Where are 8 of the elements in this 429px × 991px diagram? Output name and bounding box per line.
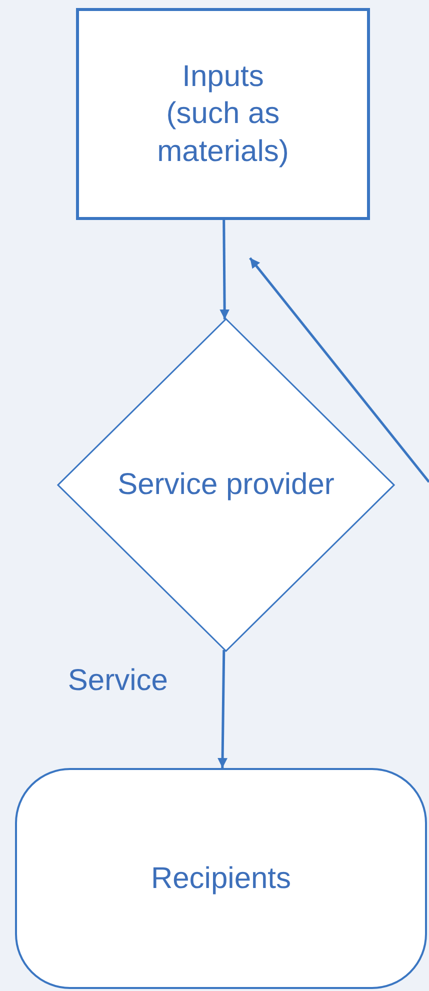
rounded-box (15, 768, 427, 989)
node-text: Recipients (150, 860, 292, 897)
node-text: Inputs (such as materials) (157, 58, 289, 170)
decision-diamond (57, 318, 395, 652)
node-text: Service provider (118, 467, 334, 504)
input-box (76, 8, 370, 220)
arrow (218, 650, 228, 768)
arrow (220, 220, 230, 320)
